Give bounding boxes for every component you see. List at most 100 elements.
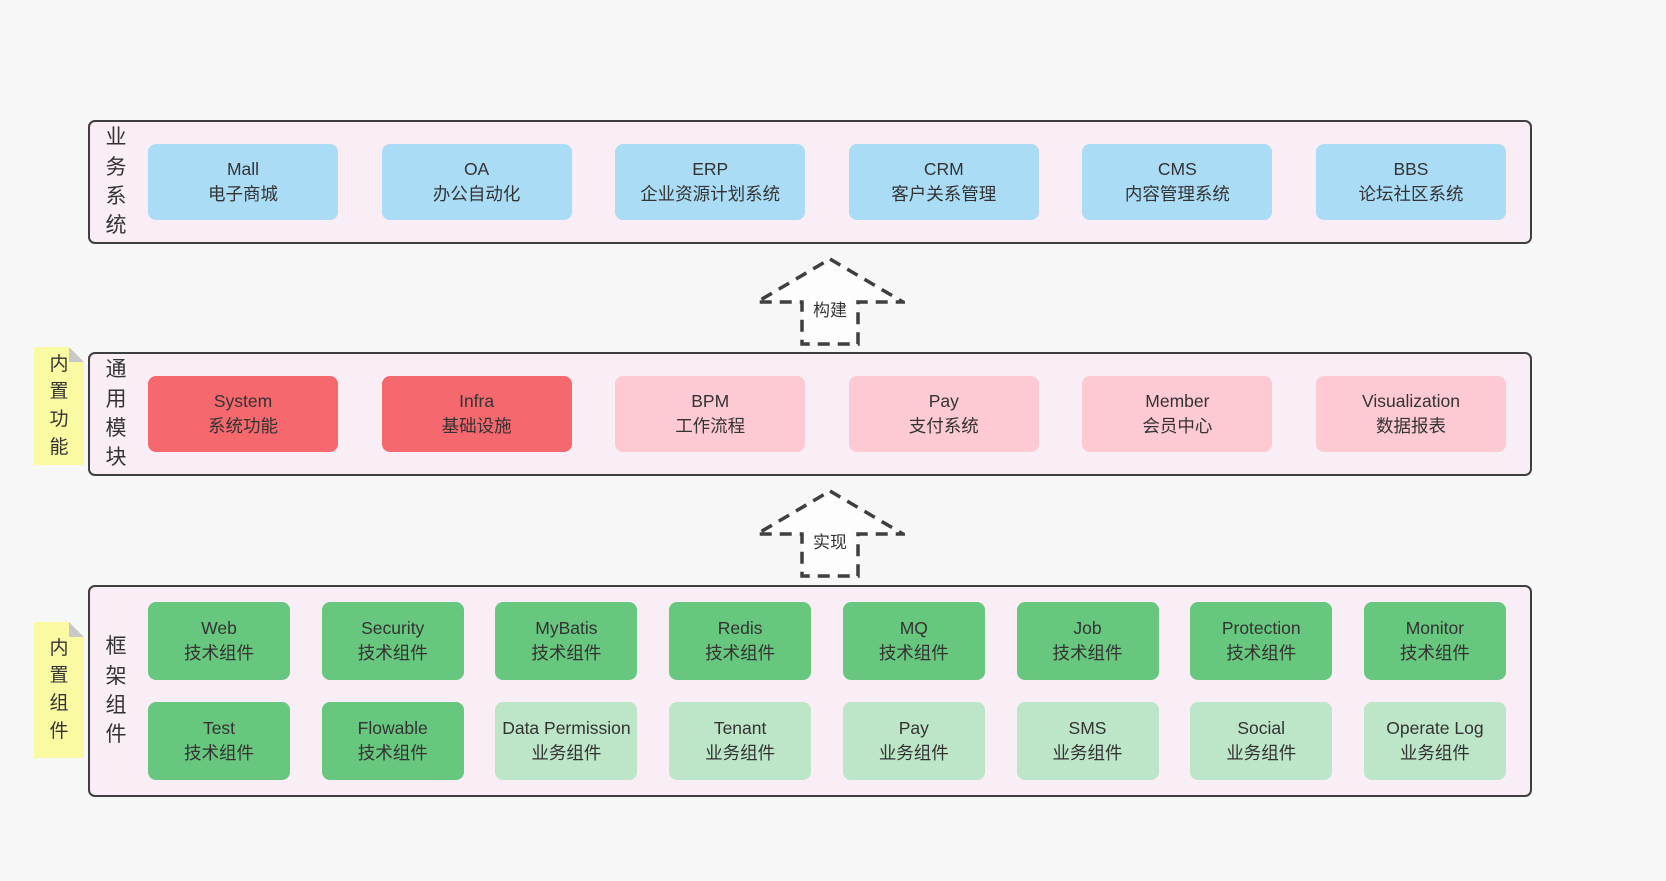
box-subtitle: 技术组件 (878, 643, 949, 663)
box-title: MQ (899, 617, 928, 638)
box-title: Visualization (1362, 390, 1460, 411)
box-subtitle: 业务组件 (705, 743, 776, 763)
box-title: Security (361, 617, 425, 638)
box-subtitle: 数据报表 (1375, 416, 1446, 436)
box-subtitle: 论坛社区系统 (1358, 184, 1464, 204)
implement-arrow: 实现 (755, 489, 905, 579)
box-title: SMS (1068, 717, 1107, 738)
box-title: System (213, 390, 273, 411)
section-business-systems: 业务系统 Mall 电子商城 OA 办公自动化 ERP 企业资源计划系统 CRM… (88, 120, 1532, 244)
box-subtitle: 系统功能 (208, 416, 278, 436)
section-label-framework-components: 框架组件 (105, 635, 127, 747)
box-mybatis: MyBatis 技术组件 (495, 602, 638, 680)
folded-corner-icon (69, 347, 84, 362)
tag-built-in-components-label: 内置组件 (49, 637, 69, 742)
box-subtitle: 技术组件 (705, 643, 776, 663)
box-title: Mall (226, 158, 260, 179)
tag-built-in-features-label: 内置功能 (49, 353, 69, 458)
box-subtitle: 技术组件 (357, 743, 428, 763)
box-subtitle: 业务组件 (531, 743, 602, 763)
box-subtitle: 办公自动化 (432, 184, 521, 204)
box-mall: Mall 电子商城 (148, 144, 338, 220)
box-job: Job 技术组件 (1016, 602, 1159, 680)
box-subtitle: 工作流程 (675, 416, 746, 436)
box-subtitle: 业务组件 (878, 743, 949, 763)
box-title: Web (201, 617, 237, 638)
box-data-permission: Data Permission 业务组件 (495, 702, 638, 780)
box-subtitle: 基础设施 (441, 416, 512, 436)
module-boxes: System 系统功能 Infra 基础设施 BPM 工作流程 Pay 支付系统… (128, 354, 1530, 474)
box-pay-component: Pay 业务组件 (842, 702, 985, 780)
box-erp: ERP 企业资源计划系统 (615, 144, 806, 220)
box-subtitle: 业务组件 (1226, 743, 1297, 763)
box-title: CRM (923, 158, 964, 179)
section-label-business-systems: 业务系统 (105, 126, 127, 238)
box-subtitle: 技术组件 (1226, 643, 1297, 663)
box-web: Web 技术组件 (148, 602, 290, 680)
box-operate-log: Operate Log 业务组件 (1363, 702, 1506, 780)
box-system: System 系统功能 (148, 376, 338, 452)
box-title: Pay (898, 717, 929, 738)
box-bpm: BPM 工作流程 (615, 376, 806, 452)
section-label-common-modules: 通用模块 (105, 358, 127, 470)
box-subtitle: 技术组件 (531, 643, 602, 663)
box-monitor: Monitor 技术组件 (1363, 602, 1506, 680)
box-title: Member (1145, 390, 1210, 411)
box-title: OA (463, 158, 490, 179)
tag-built-in-components: 内置组件 (34, 622, 84, 758)
box-title: Infra (459, 390, 495, 411)
box-sms: SMS 业务组件 (1016, 702, 1159, 780)
box-title: MyBatis (535, 617, 598, 638)
box-subtitle: 技术组件 (1052, 643, 1123, 663)
box-title: Monitor (1405, 617, 1465, 638)
tag-built-in-features: 内置功能 (34, 347, 84, 465)
box-title: BBS (1393, 158, 1429, 179)
box-mq: MQ 技术组件 (842, 602, 985, 680)
box-oa: OA 办公自动化 (381, 144, 572, 220)
box-redis: Redis 技术组件 (669, 602, 812, 680)
box-flowable: Flowable 技术组件 (321, 702, 464, 780)
box-visualization: Visualization 数据报表 (1315, 376, 1506, 452)
box-title: CMS (1157, 158, 1197, 179)
box-subtitle: 客户关系管理 (891, 184, 997, 204)
box-subtitle: 支付系统 (908, 416, 979, 436)
box-protection: Protection 技术组件 (1190, 602, 1333, 680)
box-crm: CRM 客户关系管理 (848, 144, 1039, 220)
box-title: Test (202, 717, 236, 738)
box-title: Redis (717, 617, 763, 638)
box-title: Social (1237, 717, 1286, 738)
build-arrow-label: 构建 (810, 296, 850, 321)
box-subtitle: 业务组件 (1399, 743, 1470, 763)
box-subtitle: 内容管理系统 (1124, 184, 1230, 204)
box-title: Data Permission (502, 717, 631, 738)
box-subtitle: 企业资源计划系统 (640, 184, 781, 204)
box-title: ERP (692, 158, 729, 179)
box-subtitle: 会员中心 (1142, 416, 1213, 436)
component-rows: Web 技术组件 Security 技术组件 MyBatis 技术组件 Redi… (128, 587, 1530, 795)
box-title: Operate Log (1386, 717, 1484, 738)
box-security: Security 技术组件 (321, 602, 464, 680)
box-cms: CMS 内容管理系统 (1082, 144, 1273, 220)
box-title: Pay (928, 390, 959, 411)
box-subtitle: 业务组件 (1052, 743, 1123, 763)
box-infra: Infra 基础设施 (381, 376, 572, 452)
section-framework-components: 框架组件 Web 技术组件 Security 技术组件 MyBatis 技术组件… (88, 585, 1532, 797)
box-tenant: Tenant 业务组件 (669, 702, 812, 780)
box-test: Test 技术组件 (148, 702, 290, 780)
box-title: Job (1073, 617, 1102, 638)
box-subtitle: 技术组件 (184, 743, 254, 763)
box-subtitle: 技术组件 (1399, 643, 1470, 663)
box-title: Tenant (713, 717, 767, 738)
box-social: Social 业务组件 (1190, 702, 1333, 780)
box-title: Protection (1221, 617, 1301, 638)
box-subtitle: 电子商城 (208, 184, 278, 204)
box-subtitle: 技术组件 (184, 643, 254, 663)
box-title: Flowable (357, 717, 428, 738)
business-boxes: Mall 电子商城 OA 办公自动化 ERP 企业资源计划系统 CRM 客户关系… (128, 122, 1530, 242)
box-member: Member 会员中心 (1082, 376, 1273, 452)
box-bbs: BBS 论坛社区系统 (1315, 144, 1506, 220)
component-row-1: Web 技术组件 Security 技术组件 MyBatis 技术组件 Redi… (148, 602, 1506, 680)
build-arrow: 构建 (755, 257, 905, 347)
box-title: BPM (691, 390, 730, 411)
component-row-2: Test 技术组件 Flowable 技术组件 Data Permission … (148, 702, 1506, 780)
